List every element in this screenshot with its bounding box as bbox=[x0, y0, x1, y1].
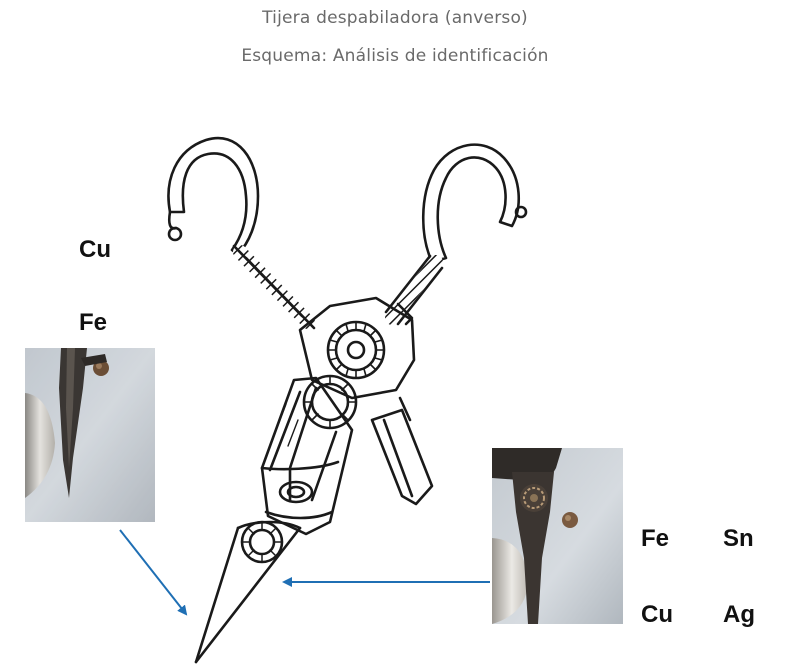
right-finger-loop bbox=[423, 145, 526, 262]
left-finger-loop bbox=[169, 138, 259, 254]
left-photo-arrow bbox=[120, 530, 186, 614]
